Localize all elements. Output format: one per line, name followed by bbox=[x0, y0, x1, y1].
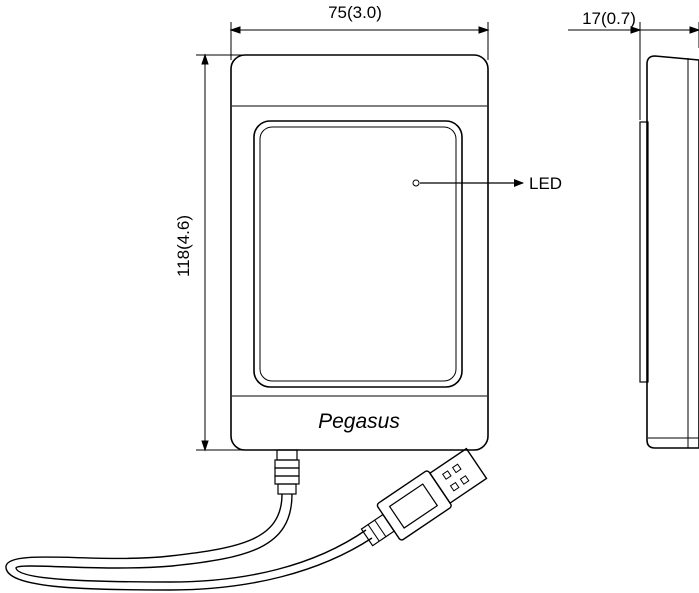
width-arrowhead-right bbox=[478, 26, 490, 34]
side-body-outline bbox=[646, 55, 699, 449]
width-arrowhead-left bbox=[229, 26, 241, 34]
reader-front-view bbox=[230, 54, 489, 451]
strain-relief-bottom bbox=[277, 483, 297, 495]
reader-window-outer bbox=[253, 120, 463, 388]
thickness-arrowhead-left bbox=[630, 26, 642, 34]
height-dimension bbox=[196, 53, 245, 452]
strain-relief-top bbox=[276, 449, 298, 461]
strain-relief-ring-2 bbox=[274, 467, 300, 477]
usb-plug-boot-rib-1 bbox=[367, 524, 380, 542]
usb-plug-housing bbox=[376, 470, 452, 541]
usb-cable bbox=[5, 449, 373, 591]
strain-relief-ring-1 bbox=[274, 459, 300, 469]
led-indicator bbox=[412, 179, 420, 187]
brand-logo: Pegasus bbox=[318, 410, 400, 433]
usb-plug-contact-3 bbox=[451, 463, 462, 474]
reader-side-view bbox=[639, 55, 699, 449]
height-dimension-label: 118(4.6) bbox=[174, 215, 193, 277]
thickness-dimension-label: 17(0.7) bbox=[582, 9, 636, 28]
height-arrowhead-top bbox=[201, 53, 209, 65]
usb-plug-contact-2 bbox=[449, 481, 460, 492]
led-label: LED bbox=[529, 174, 562, 193]
height-arrowhead-bottom bbox=[201, 440, 209, 452]
reader-window-inner bbox=[259, 126, 457, 382]
usb-plug-housing-label bbox=[388, 483, 439, 529]
usb-plug-connector bbox=[428, 447, 488, 505]
cable-inner-line bbox=[15, 493, 367, 583]
usb-plug bbox=[360, 447, 488, 547]
width-dimension-label: 75(3.0) bbox=[328, 3, 382, 22]
width-dimension bbox=[229, 22, 490, 60]
thickness-dimension bbox=[568, 22, 699, 120]
cable-outer-line bbox=[5, 493, 373, 591]
usb-plug-boot-rib-2 bbox=[374, 519, 387, 537]
reader-body-outline bbox=[230, 54, 489, 451]
strain-relief-ring-3 bbox=[274, 475, 300, 485]
thickness-arrowhead-right bbox=[689, 26, 699, 34]
usb-plug-contact-4 bbox=[459, 475, 470, 485]
side-window-ledge bbox=[639, 121, 649, 383]
usb-plug-contact-1 bbox=[441, 470, 452, 480]
